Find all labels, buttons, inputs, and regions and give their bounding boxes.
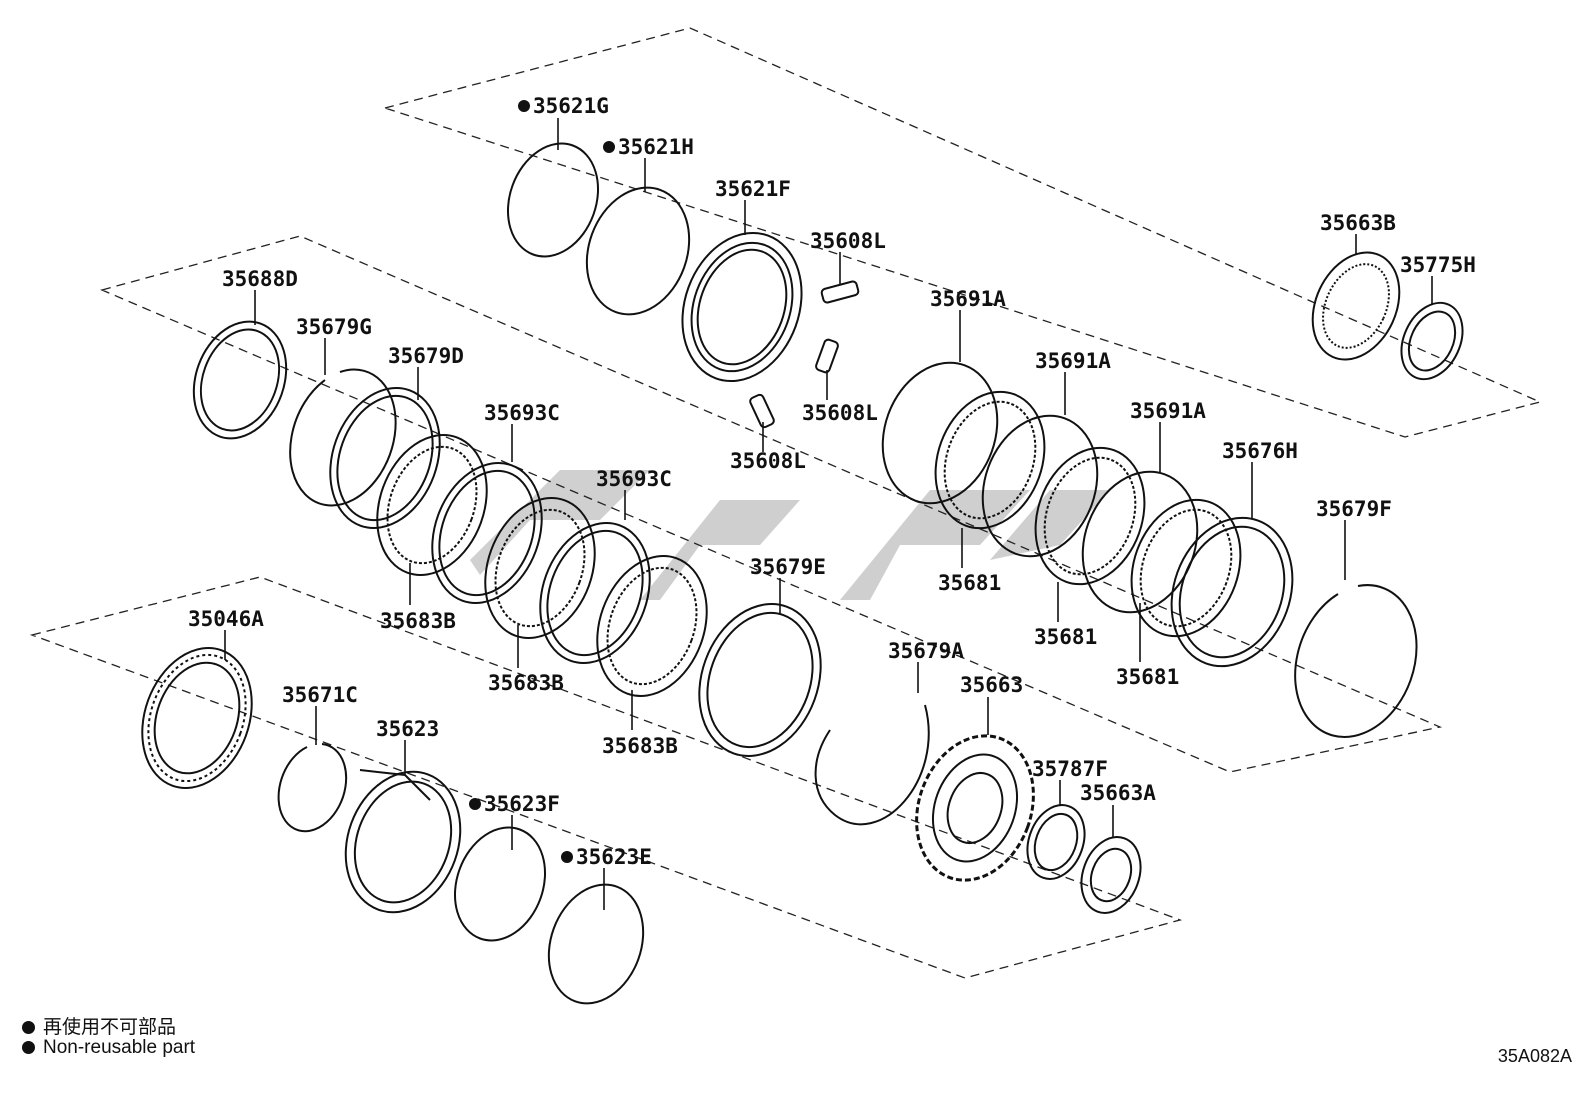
leader-lines (224, 118, 1433, 910)
spring-retainer-35046A (141, 647, 253, 789)
part-label: 35787F (1032, 757, 1108, 781)
snap-ring-35679G (289, 368, 397, 507)
part-label: 35663 (960, 673, 1023, 697)
plate-35693C-a (431, 462, 543, 604)
plate-35679E (698, 603, 822, 757)
part-label: 35671C (282, 683, 358, 707)
disc-35681-c (1130, 498, 1242, 638)
plate-35691A-b (981, 414, 1099, 558)
legend-en-text: Non-reusable part (43, 1037, 196, 1058)
disc-35683B-b (484, 497, 596, 639)
snap-ring-35679F (1294, 584, 1418, 738)
o-ring-35621H (585, 186, 691, 316)
bearing-35663A (1080, 836, 1142, 914)
part-label: 35623F (484, 792, 560, 816)
snap-ring-35679A (814, 704, 930, 826)
part-label: 35679F (1316, 497, 1392, 521)
non-reusable-dot (603, 141, 615, 153)
spring-35608L-b (815, 338, 839, 374)
o-ring-35621G (506, 142, 600, 258)
disc-35683B-c (596, 555, 708, 697)
disc-35681-a (934, 390, 1046, 530)
part-label: 35683B (602, 734, 678, 758)
part-label: 35046A (188, 607, 264, 631)
part-label: 35623 (376, 717, 439, 741)
non-reusable-dot (561, 851, 573, 863)
piston-35621F (681, 231, 803, 383)
non-reusable-dot (469, 798, 481, 810)
race-35775H (1400, 301, 1464, 381)
plate-35693C-b (539, 522, 651, 664)
disc-35683B-a (376, 434, 488, 576)
bullet-icon (22, 1041, 35, 1055)
part-label: 35679G (296, 315, 372, 339)
group-boundaries (29, 27, 1542, 979)
part-label: 35681 (1116, 665, 1179, 689)
part-label: 35683B (380, 609, 456, 633)
bearing-35663B (1311, 251, 1401, 361)
part-label: 35679E (750, 555, 826, 579)
legend-jp-text: 再使用不可部品 (43, 1017, 177, 1038)
part-label: 35681 (1034, 625, 1097, 649)
snap-ring-35688D (192, 320, 288, 440)
part-label: 35608L (810, 229, 886, 253)
snap-ring-35671C (277, 743, 348, 833)
plate-35691A-a (881, 361, 999, 505)
part-label: 35681 (938, 571, 1001, 595)
thrust-washer-35787F (1026, 804, 1086, 880)
part-label: 35663A (1080, 781, 1156, 805)
part-labels: 35621G 35621H 35621F 35608L 35608L 35608… (188, 94, 1476, 869)
parts-drawings (141, 142, 1464, 1005)
part-label: 35688D (222, 267, 298, 291)
part-label: 35693C (596, 467, 672, 491)
part-label: 35775H (1400, 253, 1476, 277)
part-label: 35693C (484, 401, 560, 425)
part-label: 35608L (730, 449, 806, 473)
non-reusable-dot (518, 100, 530, 112)
part-label: 35691A (930, 287, 1006, 311)
piston-35623 (344, 769, 462, 914)
legend-jp: 再使用不可部品 (22, 1012, 176, 1039)
watermark (470, 470, 1110, 600)
part-label: 35676H (1222, 439, 1298, 463)
part-label: 35621F (715, 177, 791, 201)
part-label: 35679D (388, 344, 464, 368)
part-label: 35679A (888, 639, 964, 663)
part-label: 35608L (802, 401, 878, 425)
spring-35608L-a (820, 280, 860, 304)
spring-35608L-c (749, 393, 775, 429)
plate-35679D (329, 387, 441, 529)
part-label: 35683B (488, 671, 564, 695)
disc-35681-b (1034, 446, 1146, 586)
part-label: 35621H (618, 135, 694, 159)
part-label: 35623E (576, 845, 652, 869)
part-label: 35621G (533, 94, 609, 118)
o-ring-35623F (453, 826, 547, 942)
part-label: 35663B (1320, 211, 1396, 235)
diagram-code: 35A082A (1497, 1046, 1572, 1066)
bullet-icon (22, 1021, 35, 1035)
part-label: 35691A (1130, 399, 1206, 423)
drum-35663 (915, 734, 1035, 882)
plate-35676H (1170, 516, 1294, 668)
part-label: 35691A (1035, 349, 1111, 373)
o-ring-35623E (547, 883, 645, 1005)
legend-en: Non-reusable part (22, 1037, 195, 1059)
